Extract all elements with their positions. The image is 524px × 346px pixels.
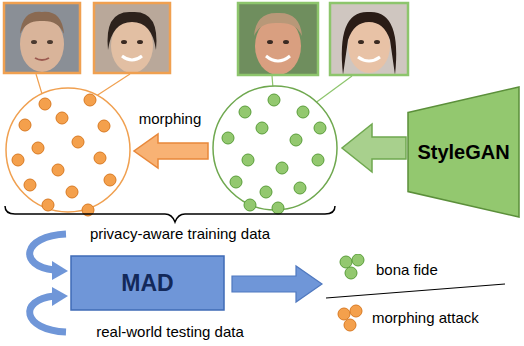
sample-dot <box>276 162 288 174</box>
data-label: real-world testing data <box>96 323 244 340</box>
sample-dot <box>268 94 280 106</box>
group-label: privacy-aware training data <box>90 225 270 242</box>
legend-swatch <box>336 254 368 284</box>
sample-dot <box>56 112 68 124</box>
input-arrow <box>30 296 66 332</box>
trapezoid-shape <box>408 87 519 217</box>
sample-dot <box>239 106 251 118</box>
swatch-dot <box>352 254 364 266</box>
swatch-dots <box>336 254 368 284</box>
sample-dots <box>222 94 326 214</box>
sample-circle <box>6 88 130 212</box>
legend-text: bona fide <box>376 261 438 278</box>
sample-dot <box>24 179 36 191</box>
swatch-dot <box>340 256 352 268</box>
sample-dot <box>242 154 254 166</box>
sample-dot <box>42 199 54 211</box>
sample-dots <box>12 94 116 216</box>
morphing-arrow <box>134 134 208 168</box>
swatch-dots <box>336 304 368 334</box>
photo-frame <box>330 3 408 75</box>
sample-dot <box>256 122 268 134</box>
sample-dot <box>297 106 309 118</box>
face-photo <box>4 3 80 73</box>
sample-dot <box>244 199 256 211</box>
input-arrow <box>30 234 66 270</box>
sample-dot <box>290 134 302 146</box>
swatch-dot <box>344 319 356 331</box>
swatch-dot <box>350 305 362 317</box>
sample-dot <box>32 142 44 154</box>
box-shape <box>71 256 224 310</box>
sample-dot <box>72 136 84 148</box>
sample-dot <box>52 164 64 176</box>
sample-dot <box>39 98 51 110</box>
generator-arrow <box>342 124 406 172</box>
photo-frame <box>238 3 318 75</box>
generator-block: StyleGAN <box>407 86 520 218</box>
sample-dot <box>12 154 24 166</box>
sample-dot <box>84 94 96 106</box>
decision-boundary <box>326 284 505 298</box>
sample-dot <box>19 119 31 131</box>
sample-dot <box>294 182 306 194</box>
brace <box>5 206 335 222</box>
arrow-head <box>52 261 68 280</box>
photo-frame <box>4 3 80 73</box>
process-box: MAD <box>70 255 225 311</box>
node-label: StyleGAN <box>417 141 509 164</box>
sample-dot <box>98 120 110 132</box>
face-photo <box>330 3 408 75</box>
output-arrow <box>232 266 322 302</box>
sample-circle <box>213 86 337 210</box>
sample-dot <box>230 176 242 188</box>
legend-swatch <box>336 304 368 334</box>
swatch-dot <box>338 308 350 320</box>
sample-dot <box>94 152 106 164</box>
swatch-dot <box>345 267 357 279</box>
sample-dot <box>222 132 234 144</box>
photo-frame <box>94 3 170 73</box>
sample-dot <box>260 186 272 198</box>
arrow-label: morphing <box>139 110 202 127</box>
face-photo <box>94 3 170 73</box>
sample-dot <box>66 186 78 198</box>
arrow-head <box>52 287 68 306</box>
legend-text: morphing attack <box>372 309 479 326</box>
face-photo <box>238 3 318 75</box>
sample-dot <box>312 154 324 166</box>
sample-dot <box>272 202 284 214</box>
sample-dot <box>314 122 326 134</box>
node-label: MAD <box>121 270 173 297</box>
sample-dot <box>104 174 116 186</box>
